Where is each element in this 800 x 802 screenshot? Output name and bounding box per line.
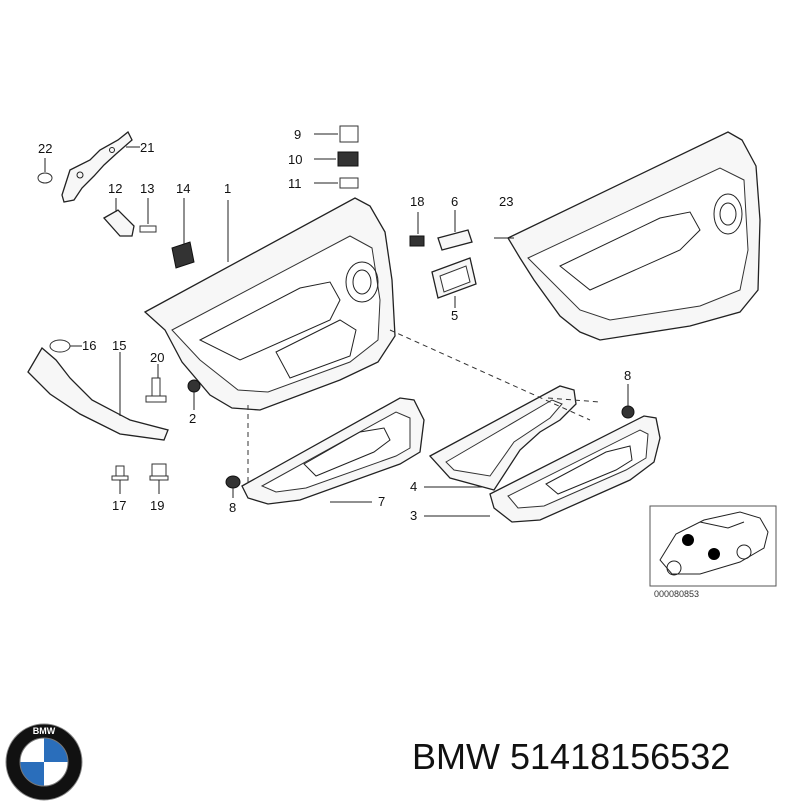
callout-10: 10 <box>288 152 302 167</box>
part-8-clip-right <box>621 384 635 419</box>
callout-19: 19 <box>150 498 164 513</box>
callout-23: 23 <box>499 194 513 209</box>
part-14-switch <box>171 198 195 269</box>
assembly-lines <box>247 329 601 486</box>
callout-20: 20 <box>150 350 164 365</box>
callout-3: 3 <box>410 508 417 523</box>
callout-8-right: 8 <box>624 368 631 383</box>
part-22-grommet <box>37 158 53 184</box>
callout-12: 12 <box>108 181 122 196</box>
part-17-fastener <box>111 465 129 494</box>
part-21-bracket <box>61 130 140 203</box>
callout-5: 5 <box>451 308 458 323</box>
callout-4: 4 <box>410 479 417 494</box>
callout-2: 2 <box>189 411 196 426</box>
part-15-handle-strip <box>27 346 169 441</box>
callout-8-left: 8 <box>229 500 236 515</box>
vehicle-locator-inset: 000080853 <box>649 505 777 599</box>
part-1-door-panel <box>143 197 396 411</box>
part-13-screw <box>139 198 157 233</box>
logo-letters: BMW <box>33 726 56 736</box>
callout-22: 22 <box>38 141 52 156</box>
callout-18: 18 <box>410 194 424 209</box>
part-16-clip <box>49 339 82 353</box>
inset-reference: 000080853 <box>654 589 699 599</box>
callout-14: 14 <box>176 181 190 196</box>
part-10-switch <box>314 151 359 167</box>
callout-15: 15 <box>112 338 126 353</box>
part-number: 51418156532 <box>510 736 731 777</box>
part-6-insert <box>437 210 473 251</box>
callout-6: 6 <box>451 194 458 209</box>
callout-13: 13 <box>140 181 154 196</box>
callout-11: 11 <box>288 176 302 191</box>
part-18-screw <box>409 212 425 247</box>
bmw-roundel-icon: BMW <box>5 723 83 801</box>
callout-16: 16 <box>82 338 96 353</box>
part-19-fastener <box>149 463 169 494</box>
callout-9: 9 <box>294 127 301 142</box>
callout-7: 7 <box>378 494 385 509</box>
part-7-lower-trim <box>241 397 425 505</box>
part-20-screw <box>145 364 167 403</box>
part-3-lower-trim <box>424 415 661 523</box>
callout-labels: 22 21 12 13 14 1 9 10 11 18 6 23 5 16 15… <box>38 127 631 523</box>
part-8-clip-left <box>225 475 241 498</box>
brand-part-number-caption: BMW 51418156532 <box>412 736 792 784</box>
part-5-handle <box>431 257 477 308</box>
callout-17: 17 <box>112 498 126 513</box>
callout-21: 21 <box>140 140 154 155</box>
part-12-bracket <box>102 198 135 237</box>
part-4-trim-insert <box>424 385 577 491</box>
brand-name: BMW <box>412 736 500 777</box>
part-23-door-panel <box>494 131 761 341</box>
callout-1: 1 <box>224 181 231 196</box>
part-11-cover <box>314 177 359 189</box>
part-9-cap <box>314 125 359 143</box>
part-2-clip <box>187 379 201 410</box>
